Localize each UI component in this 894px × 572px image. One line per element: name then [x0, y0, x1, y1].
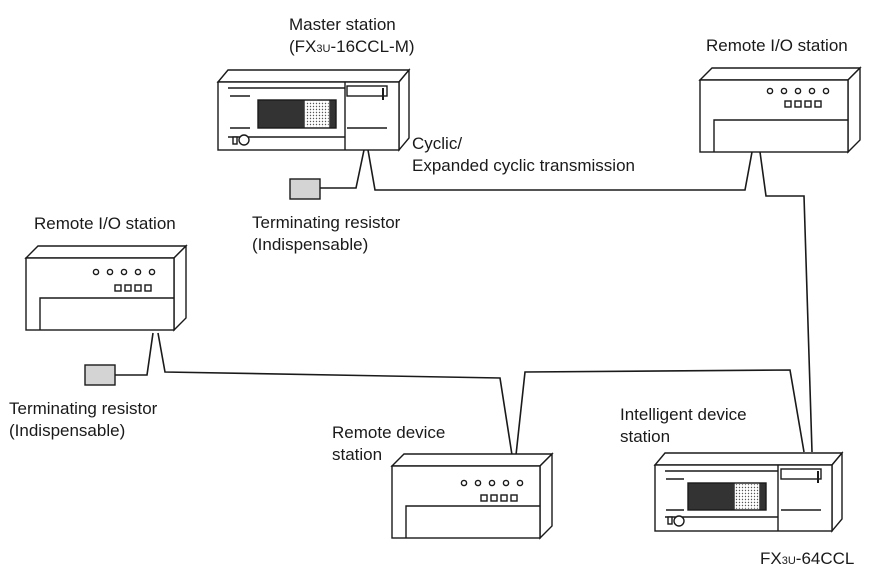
terminating-resistor-top-label: Terminating resistor (Indispensable) — [252, 213, 401, 254]
cable-left-io-to-terminator — [115, 332, 154, 376]
network-cables — [115, 149, 813, 456]
master-station-model: (FX3U-16CCL-M) — [289, 37, 415, 56]
plc-port-round — [673, 515, 685, 527]
plc-dot-panel — [304, 100, 330, 128]
remote-device-label: Remote device station — [332, 423, 446, 464]
intelligent-device-model: FX3U-64CCL — [760, 549, 855, 568]
remote-device-leds — [460, 479, 524, 487]
cable-remote-io-to-intelligent — [759, 151, 813, 453]
remote-io-leds — [92, 268, 156, 276]
terminating-resistor-left-label: Terminating resistor (Indispensable) — [9, 399, 158, 440]
remote-device-terminals — [480, 494, 518, 502]
plc-dot-panel — [734, 483, 760, 510]
intelligent-device-label: Intelligent device station — [620, 405, 747, 446]
plc-side-face — [398, 68, 410, 152]
cable-master-to-remote-io — [367, 149, 753, 191]
plc-top-face — [653, 452, 844, 466]
master-station-title: Master station — [289, 15, 396, 34]
terminating-resistor-top — [289, 178, 321, 200]
cable-remote-device-to-left-io — [157, 332, 513, 456]
transmission-label: Cyclic/ Expanded cyclic transmission — [412, 134, 635, 175]
terminating-resistor-left — [84, 364, 116, 386]
remote-io-terminals — [784, 100, 822, 108]
remote-io-module-top — [698, 66, 862, 154]
plc-port-small — [232, 136, 238, 145]
remote-io-left-label: Remote I/O station — [34, 214, 176, 233]
plc-side-face — [831, 451, 843, 533]
remote-io-leds — [766, 87, 830, 95]
remote-io-terminals — [114, 284, 152, 292]
plc-port-small — [667, 516, 673, 525]
plc-port-round — [238, 134, 250, 146]
remote-io-top-label: Remote I/O station — [706, 36, 848, 55]
master-station-label: Master station (FX3U-16CCL-M) — [289, 14, 415, 60]
cable-master-to-terminator — [320, 149, 365, 189]
remote-io-module-left — [24, 244, 188, 332]
master-station-plc — [216, 68, 411, 152]
cable-intelligent-to-remote-device — [515, 369, 805, 456]
remote-device-module — [390, 452, 554, 540]
plc-top-face — [216, 69, 411, 83]
intelligent-device-plc — [653, 451, 844, 533]
